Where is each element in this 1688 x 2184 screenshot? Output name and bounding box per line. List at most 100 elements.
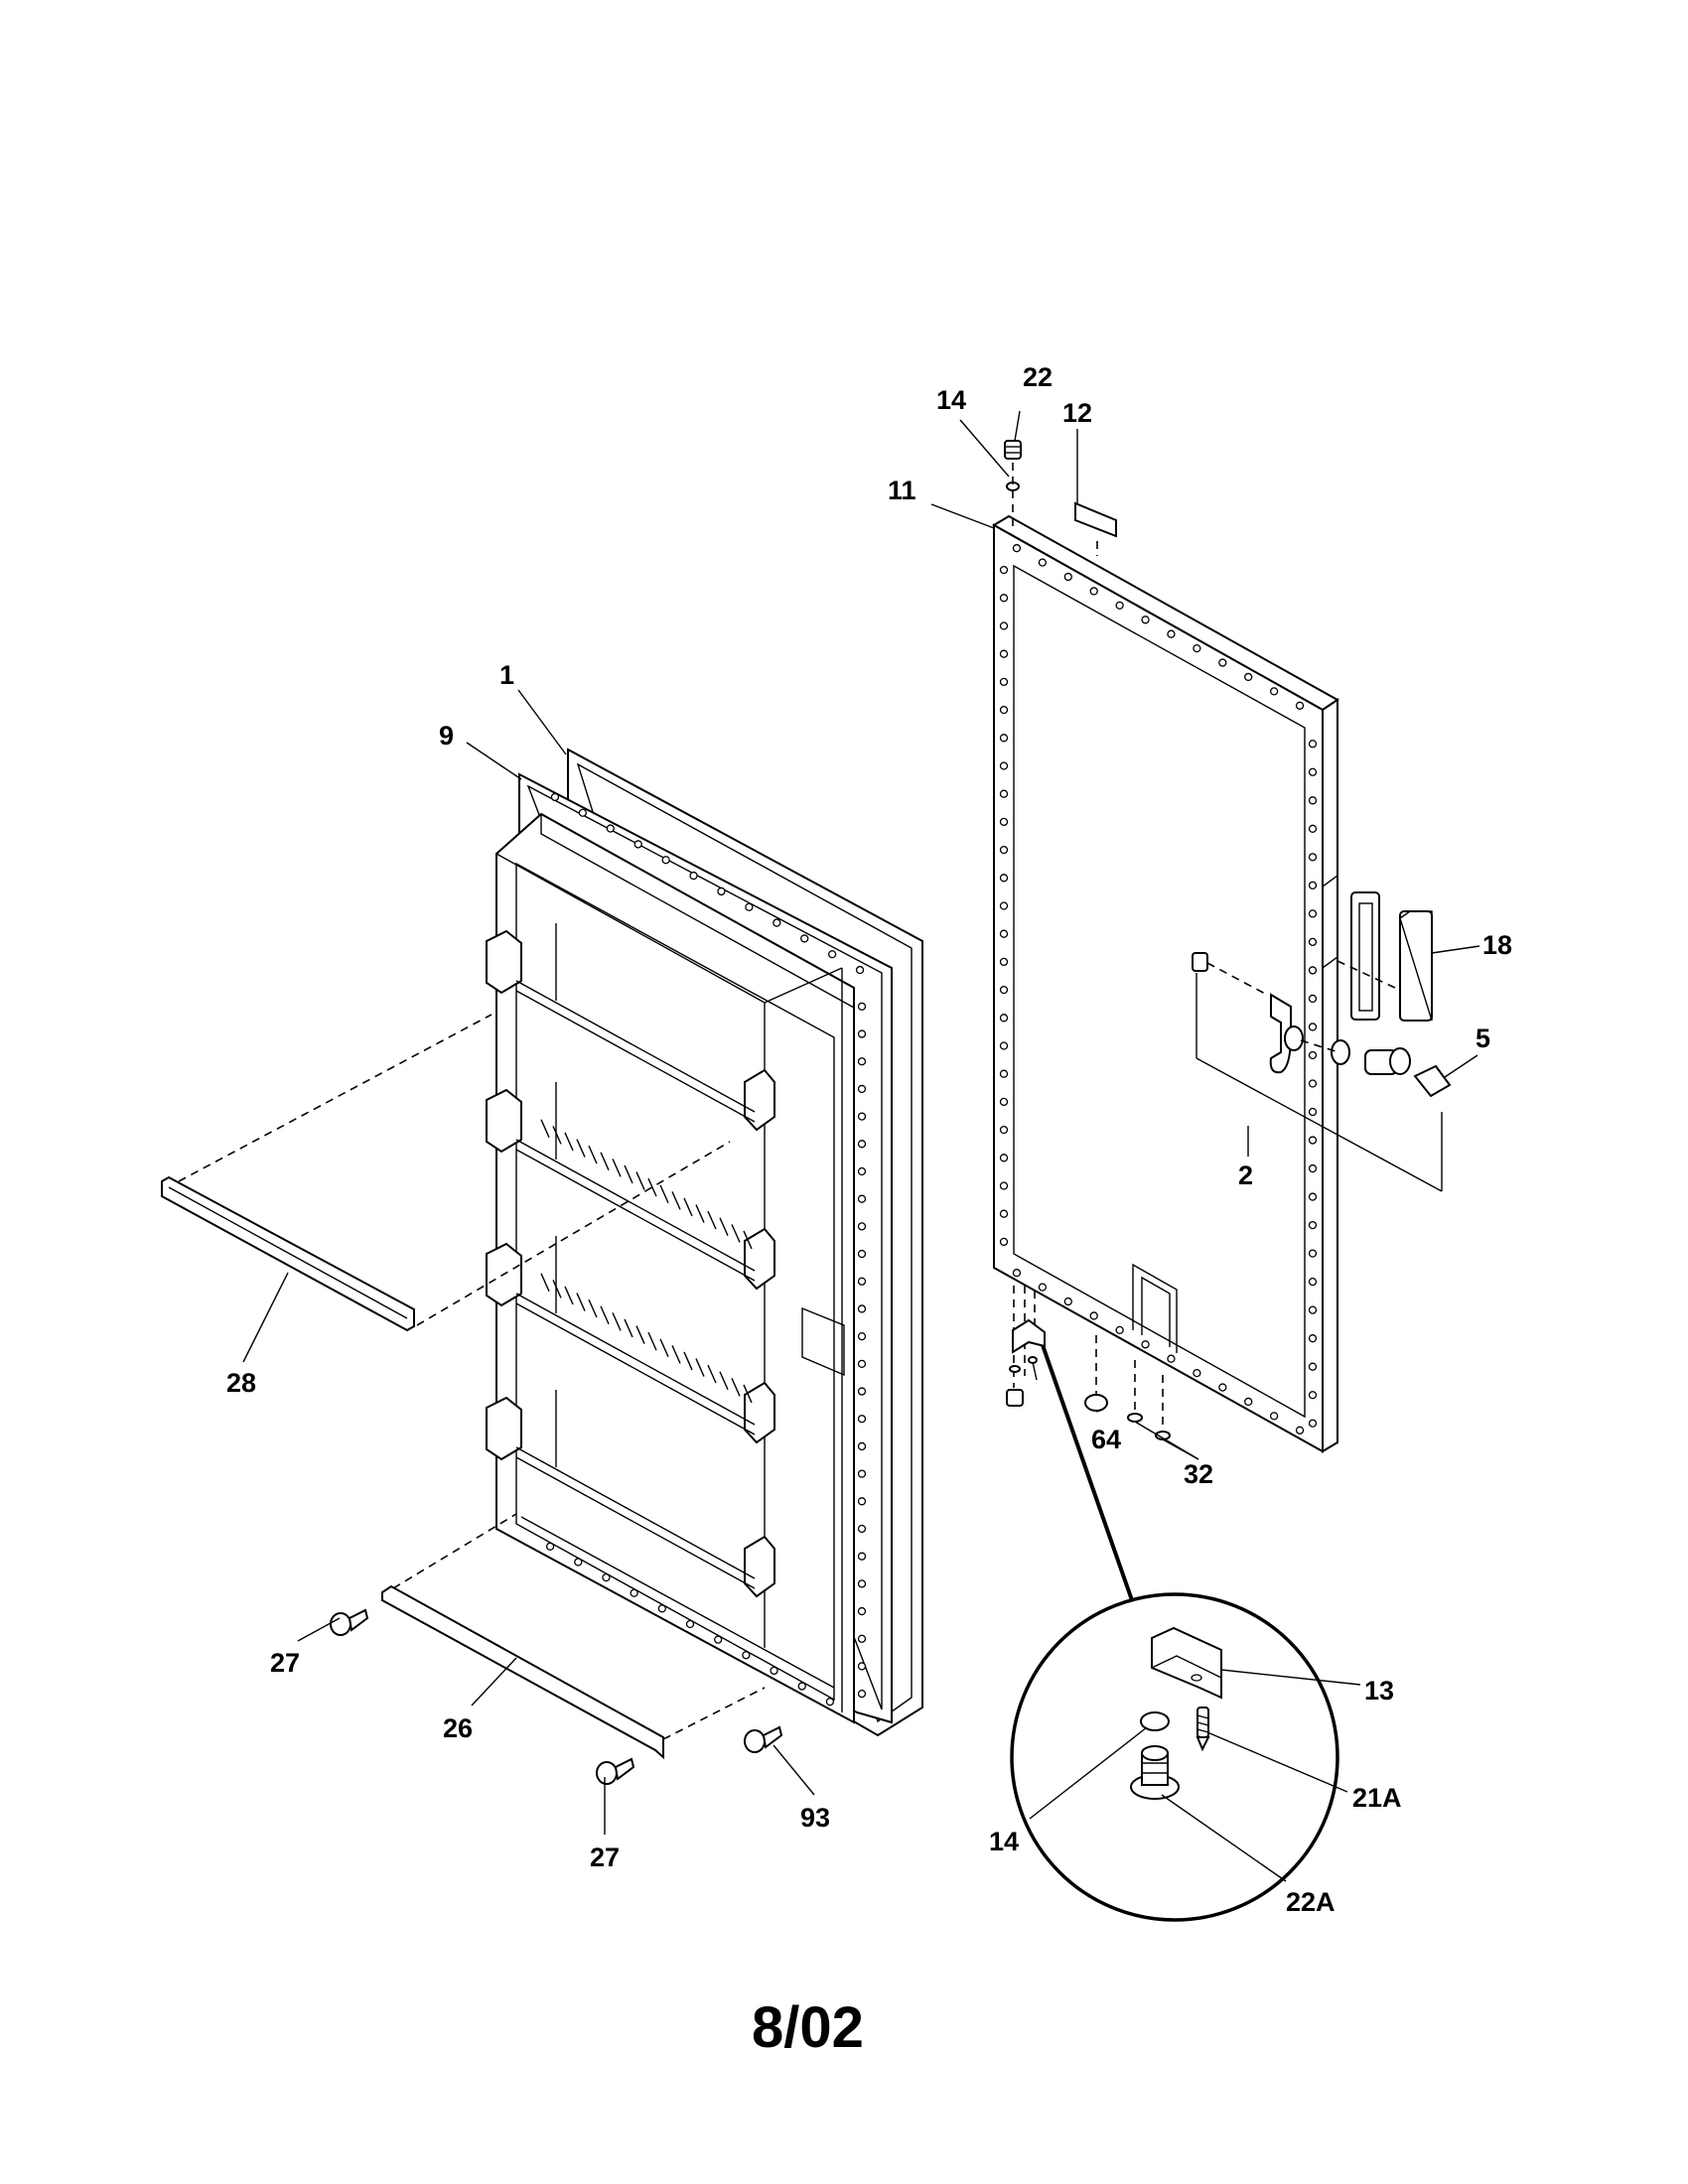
- liner-hole: [857, 1606, 867, 1616]
- liner-hole: [745, 902, 754, 911]
- label-12-plate: [1074, 501, 1117, 538]
- callout-2: 2: [1238, 1160, 1253, 1190]
- liner-hole: [633, 840, 642, 849]
- liner-hole: [857, 1057, 867, 1066]
- screw-hole: [1012, 544, 1022, 553]
- screw-hole: [999, 1014, 1009, 1023]
- push-pin-27-b: [596, 1757, 635, 1785]
- screw-hole: [1269, 687, 1279, 696]
- callout-1: 1: [499, 660, 514, 690]
- callout-93: 93: [800, 1803, 830, 1833]
- liner-hole: [545, 1542, 555, 1551]
- liner-hole: [630, 1588, 638, 1597]
- screw-hole: [999, 817, 1009, 827]
- screw-hole: [999, 985, 1009, 995]
- screw-hole: [999, 901, 1009, 910]
- liner-hole: [714, 1635, 723, 1644]
- liner-hole: [574, 1558, 583, 1567]
- callout-27-b: 27: [590, 1843, 620, 1872]
- shelf: [486, 1390, 775, 1598]
- screw-hole: [1295, 1426, 1305, 1434]
- screw-hole: [1012, 1269, 1022, 1278]
- liner-hole: [857, 1469, 867, 1478]
- screw-hole: [999, 789, 1009, 798]
- screw-21A: [1196, 1706, 1210, 1752]
- liner-hole: [689, 871, 698, 881]
- callout-21A: 21A: [1352, 1783, 1402, 1813]
- bracket-13: [1151, 1626, 1222, 1700]
- screw-hole: [1308, 1277, 1318, 1287]
- screw-hole: [1218, 658, 1227, 667]
- screw-hole: [1308, 1023, 1318, 1031]
- screw-hole: [1308, 1305, 1318, 1314]
- screw-hole: [1308, 824, 1318, 833]
- liner-hole: [857, 1690, 867, 1699]
- screw-hole: [1063, 572, 1072, 582]
- screw-hole: [1308, 937, 1318, 947]
- callout-14-detail: 14: [989, 1827, 1019, 1856]
- screw-hole: [1193, 643, 1201, 653]
- shelf: [486, 1082, 775, 1291]
- screw-hole: [999, 649, 1009, 658]
- liner-hole: [685, 1619, 695, 1629]
- screw-hole: [999, 1209, 1009, 1218]
- screw-hole: [999, 957, 1009, 967]
- liner-hole: [857, 1579, 867, 1588]
- callout-64: 64: [1091, 1425, 1121, 1454]
- clip-64: [1084, 1394, 1108, 1412]
- screw-hole: [999, 1097, 1009, 1107]
- screw-hole: [1308, 909, 1318, 918]
- liner-hole: [857, 1029, 867, 1038]
- liner-hole: [857, 1497, 867, 1506]
- screw-hole: [1089, 1311, 1098, 1320]
- screw-hole: [999, 594, 1009, 603]
- washer-32-a: [1127, 1413, 1143, 1423]
- screw-hole: [999, 621, 1009, 630]
- screw-hole: [1141, 1340, 1150, 1349]
- screw-hole: [1038, 558, 1048, 567]
- screw-hole: [999, 1041, 1009, 1050]
- screw-hole: [1308, 1249, 1318, 1258]
- liner-hole: [855, 965, 865, 975]
- screw-hole: [999, 874, 1009, 883]
- rod-26: [381, 1513, 766, 1760]
- screw-hole: [1308, 796, 1318, 805]
- screw-hole: [999, 1181, 1009, 1190]
- screw-hole: [1115, 601, 1124, 611]
- callout-18: 18: [1482, 930, 1512, 960]
- liner-hole: [857, 1524, 867, 1534]
- liner-hole: [857, 1002, 867, 1011]
- liner-hole: [857, 1140, 867, 1149]
- detail-callout-circle: [1010, 1592, 1339, 1922]
- screw-hole: [1295, 701, 1305, 710]
- screw-hole: [999, 1069, 1009, 1078]
- leader-lines: [242, 410, 1480, 1882]
- screw-hole: [1115, 1325, 1124, 1335]
- liner-hole: [717, 887, 726, 896]
- liner-hole: [857, 1249, 867, 1259]
- liner-hole: [857, 1194, 867, 1203]
- bushing-22A: [1130, 1745, 1180, 1800]
- liner-hole: [770, 1666, 778, 1676]
- screw-hole: [1167, 1354, 1176, 1363]
- shelf-bar-28: [161, 1014, 731, 1332]
- screw-hole: [1167, 629, 1176, 638]
- liner-hole: [857, 1359, 867, 1368]
- screw-hole: [1308, 767, 1318, 776]
- screw-hole: [1063, 1297, 1072, 1306]
- screw-hole: [999, 845, 1009, 855]
- liner-hole: [550, 792, 560, 802]
- screw-hole: [1308, 1050, 1318, 1060]
- screw-hole: [999, 705, 1009, 715]
- callout-9: 9: [439, 721, 454, 751]
- screw-hole: [999, 929, 1009, 938]
- shelf: [486, 923, 775, 1132]
- lock-5: [1284, 1025, 1452, 1098]
- screw-hole: [1244, 672, 1253, 682]
- screw-hole: [1308, 1079, 1318, 1088]
- screw-hole: [1038, 1283, 1048, 1292]
- screw-hole: [1269, 1412, 1279, 1421]
- liner-hole: [857, 1277, 867, 1286]
- callout-28: 28: [226, 1368, 256, 1398]
